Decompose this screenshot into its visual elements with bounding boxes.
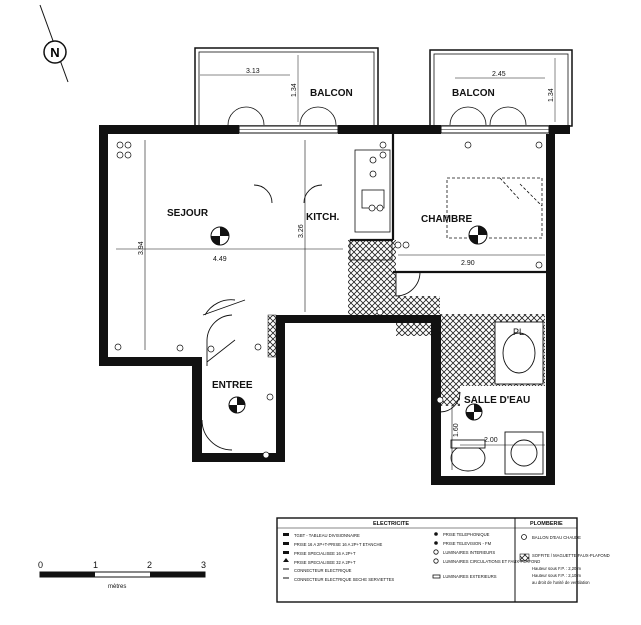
kitchen-counter: [349, 149, 393, 261]
north-arrow-icon: N: [39, 4, 69, 83]
room-label-pl: PL: [513, 327, 524, 337]
room-label-entree: ENTREE: [212, 380, 253, 391]
legend-title-electricite: ELECTRICITE: [373, 521, 409, 527]
balcony-left: [194, 47, 379, 127]
legend-plomb-5: au droit de l'unité de ventilation: [532, 580, 590, 585]
legend-elec-right-1: PRISE TELEPHONIQUE: [443, 532, 490, 537]
dim-sejour-width: 4.49: [213, 256, 227, 263]
room-label-chambre: CHAMBRE: [421, 214, 472, 225]
legend-elec-left-1: TGBT - TABLEAU DIVISIONNAIRE: [294, 533, 360, 538]
dim-bath-width: 2.00: [484, 437, 498, 444]
dim-bath-depth: 1.60: [453, 423, 460, 437]
scale-tick-0: 0: [38, 560, 43, 570]
room-label-balcon-left: BALCON: [310, 88, 353, 99]
dim-balcon-left-width: 3.13: [246, 68, 260, 75]
legend-plomb-3: Hauteur sous F.P. : 2,20 m: [532, 566, 582, 571]
dim-chambre-width: 2.90: [461, 260, 475, 267]
legend-elec-right-2: PRISE TELEVISION - FM: [443, 541, 492, 546]
room-label-sejour: SEJOUR: [167, 208, 209, 219]
bedroom-wardrobe: [446, 177, 543, 239]
scale-tick-2: 2: [147, 560, 152, 570]
legend-elec-left-3: PRISE SPECIALISEE 16 A 2P+T: [294, 551, 356, 556]
dim-balcon-right-depth: 1.34: [548, 88, 555, 102]
dim-sejour-depth: 3.94: [138, 241, 145, 255]
legend-elec-left-2: PRISE 16 A 2P+T-PRISE 16 A 2P+T ETANCHE: [294, 542, 382, 547]
legend-title-plomberie: PLOMBERIE: [530, 521, 563, 527]
dim-balcon-left-depth: 1.34: [291, 83, 298, 97]
bathroom-fixtures: [450, 321, 544, 475]
room-label-balcon-right: BALCON: [452, 88, 495, 99]
legend-plomb-4: Hauteur sous F.P. : 2,10 m: [532, 573, 582, 578]
legend-plomb-2: SOFFITE / MAGUETTE FAUX-PLAFOND: [532, 553, 610, 558]
scale-bar: 0 1 2 3 mètres: [38, 560, 206, 590]
compass-letter: N: [50, 45, 59, 60]
ceiling-lights: [210, 225, 488, 421]
legend-elec-left-6: CONNECTEUR ELECTRIQUE SECHE SERVIETTES: [294, 577, 394, 582]
legend-plomb-1: BALLON D'EAU CHAUDE: [532, 535, 581, 540]
scale-tick-1: 1: [93, 560, 98, 570]
legend-elec-left-4: PRISE SPECIALISEE 32 A 2P+T: [294, 560, 356, 565]
legend-elec-right-5: LUMINAIRES EXTERIEURS: [443, 574, 497, 579]
scale-unit: mètres: [108, 584, 126, 590]
legend-elec-left-5: CONNECTEUR ELECTRIQUE: [294, 568, 352, 573]
legend-elec-right-4: LUMINAIRES CIRCULATIONS ET FAUX-PLAFOND: [443, 559, 540, 564]
scale-tick-3: 3: [201, 560, 206, 570]
legend: ELECTRICITE PLOMBERIE TGBT - TABLEAU DIV…: [276, 517, 610, 603]
room-label-kitchen: KITCH.: [306, 212, 340, 223]
legend-elec-right-3: LUMINAIRES INTERIEURS: [443, 550, 495, 555]
exterior-walls: [99, 125, 570, 485]
dim-balcon-right-width: 2.45: [492, 71, 506, 78]
room-label-salle-eau: SALLE D'EAU: [464, 395, 530, 406]
dim-kitchen-depth: 3.26: [298, 224, 305, 238]
